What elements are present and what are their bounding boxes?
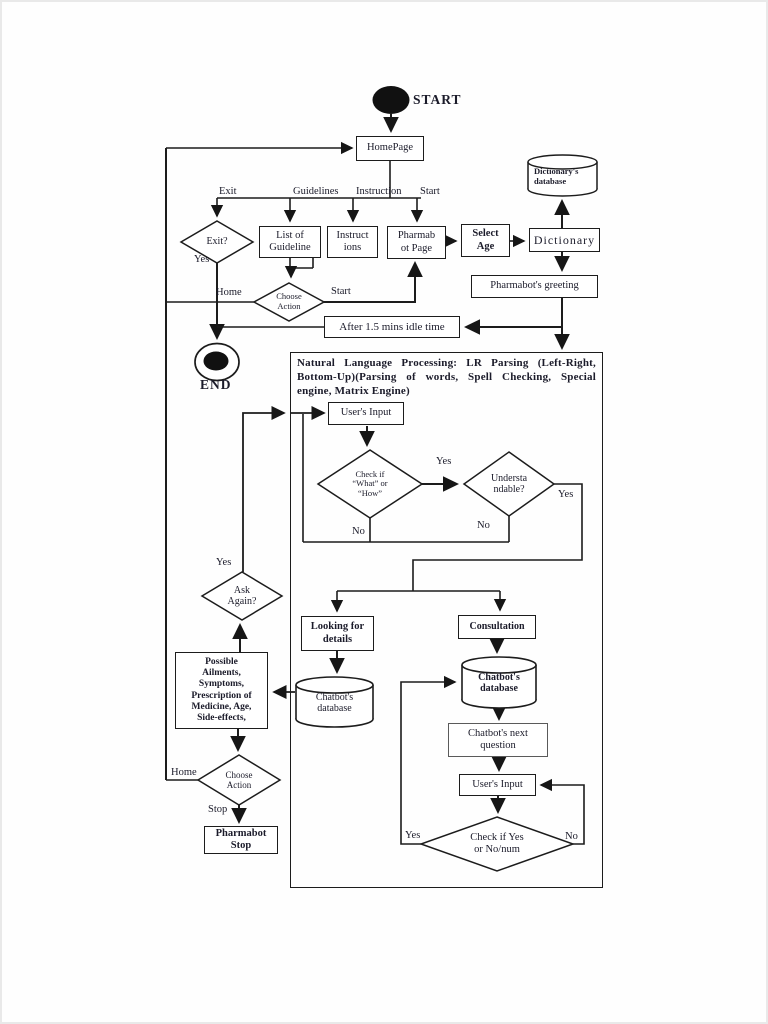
node-dictionary: Dictionary — [529, 228, 600, 252]
choose-action-2-shape — [196, 754, 282, 806]
node-pharmabot-page: Pharmab ot Page — [387, 226, 446, 259]
chatbots-database-left-shape — [295, 676, 374, 728]
decision-check-yes-no: Check if Yes or No/num — [470, 832, 524, 855]
label-chatbots-database-right: Chatbot's database — [478, 671, 520, 694]
end-label: END — [200, 377, 232, 392]
ask-again-shape — [200, 571, 284, 621]
node-users-input-2: User's Input — [459, 774, 536, 796]
understandable-shape — [462, 451, 556, 517]
node-after-idle-time: After 1.5 mins idle time — [324, 316, 460, 338]
node-pharmabots-greeting: Pharmabot's greeting — [471, 275, 598, 298]
dictionarys-database-shape — [527, 154, 598, 197]
node-looking-for-details: Looking for details — [301, 616, 374, 651]
node-list-of-guideline: List of Guideline — [259, 226, 321, 258]
decision-check-what-how: Check if “What” or “How” — [352, 468, 388, 498]
edge-label-home-2: Home — [171, 767, 197, 778]
node-possible-info: Possible Ailments, Symptoms, Prescriptio… — [175, 652, 268, 729]
edge-label-no-check: No — [352, 526, 365, 537]
decision-ask-again: Ask Again? — [227, 584, 257, 607]
nlp-container-box: Natural Language Processing: LR Parsing … — [290, 352, 603, 888]
chatbots-database-right-shape — [461, 656, 537, 709]
decision-choose-action-1: Choose Action — [276, 291, 302, 311]
decision-choose-action-2: Choose Action — [225, 769, 253, 790]
edge-label-yes-check: Yes — [436, 456, 452, 467]
edge-label-start-top: Start — [420, 186, 440, 197]
edge-label-instruction: Instruction — [356, 186, 402, 197]
decision-exit: Exit? — [206, 236, 228, 248]
start-label: START — [413, 92, 462, 107]
node-select-age: Select Age — [461, 224, 510, 257]
start-terminator — [372, 86, 410, 114]
edge-label-exit: Exit — [219, 186, 237, 197]
edge-label-yes-exit: Yes — [194, 254, 210, 265]
node-homepage: HomePage — [356, 136, 424, 161]
check-what-how-shape — [316, 449, 424, 519]
edge-label-yes-ask-again: Yes — [216, 557, 232, 568]
nlp-title: Natural Language Processing: LR Parsing … — [297, 357, 596, 397]
edge-label-no-bottom: No — [565, 831, 578, 842]
node-users-input-1: User's Input — [328, 402, 404, 425]
node-pharmabot-stop: Pharmabot Stop — [204, 826, 278, 854]
edge-label-home-1: Home — [216, 287, 242, 298]
edge-label-yes-understandable: Yes — [558, 489, 574, 500]
node-chatbots-next-question: Chatbot's next question — [448, 723, 548, 757]
label-dictionarys-database: Dictionary's database — [534, 166, 579, 186]
edge-label-no-understandable: No — [477, 520, 490, 531]
end-terminator — [194, 342, 240, 382]
exit-decision-shape — [179, 220, 255, 264]
decision-understandable: Understa ndable? — [490, 472, 528, 495]
edge-label-guidelines: Guidelines — [293, 186, 339, 197]
check-yes-no-shape — [418, 816, 576, 872]
label-chatbots-database-left: Chatbot's database — [315, 691, 354, 714]
node-consultation: Consultation — [458, 615, 536, 639]
node-instructions: Instruct ions — [327, 226, 378, 258]
choose-action-1-shape — [252, 282, 326, 322]
edge-label-yes-bottom: Yes — [405, 830, 421, 841]
edge-label-start-mid: Start — [331, 286, 351, 297]
edge-label-stop: Stop — [208, 804, 228, 815]
